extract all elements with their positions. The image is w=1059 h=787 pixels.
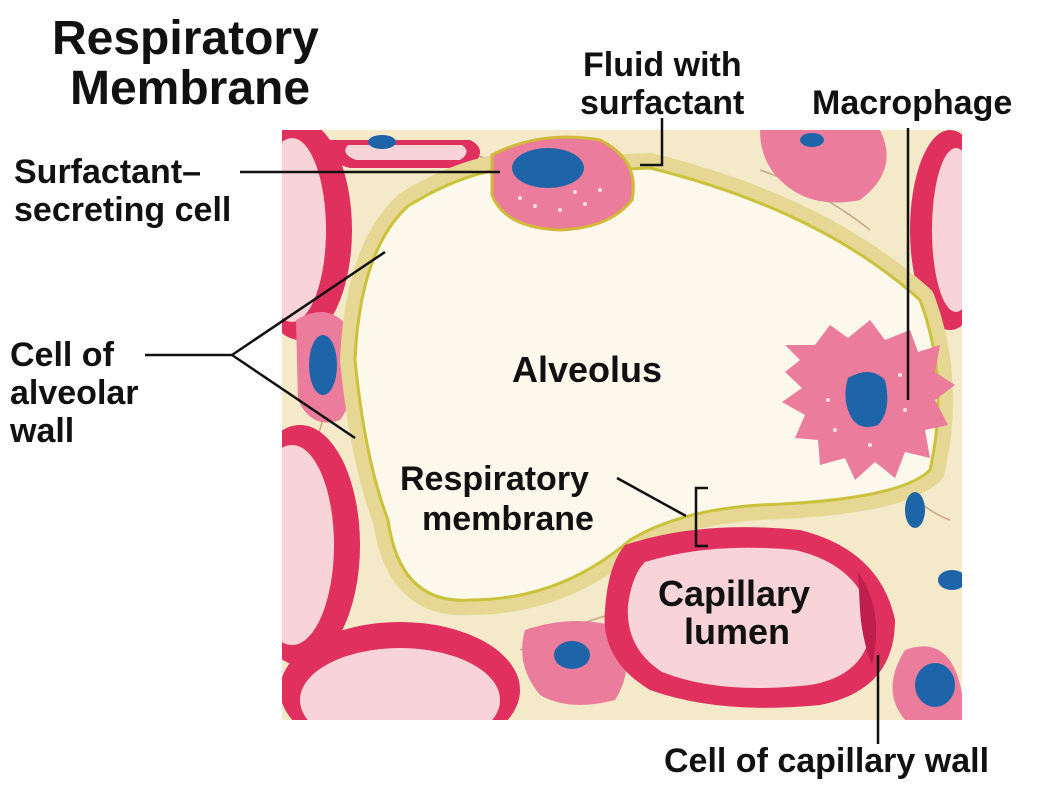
label-capillary-lumen-line-1: Capillary [658,574,810,614]
label-surfactant-cell-line-2: secreting cell [14,191,231,229]
label-alveolar-cell-line-1: Cell of [10,336,114,374]
capillary-bottom-left [240,425,360,665]
label-alveolar-cell-line-2: alveolar [10,374,139,412]
label-capillary-wall-cell: Cell of capillary wall [664,742,989,780]
label-respiratory-membrane-line-2: membrane [422,500,594,538]
title-line-1: Respiratory [52,14,319,63]
title-line-2: Membrane [70,64,310,113]
label-fluid-line-1: Fluid with [583,46,742,84]
label-macrophage: Macrophage [812,84,1012,122]
surfactant-secreting-cell [492,137,633,230]
label-alveolar-cell-line-3: wall [10,412,74,450]
label-fluid-line-2: surfactant [580,84,744,122]
label-alveolus: Alveolus [512,350,662,390]
label-surfactant-cell-line-1: Surfactant– [14,153,201,191]
label-respiratory-membrane-line-1: Respiratory [400,460,589,498]
label-capillary-lumen-line-2: lumen [684,612,790,652]
capillary-bottom-left-2 [280,622,520,758]
interstitial-nucleus [905,492,925,528]
